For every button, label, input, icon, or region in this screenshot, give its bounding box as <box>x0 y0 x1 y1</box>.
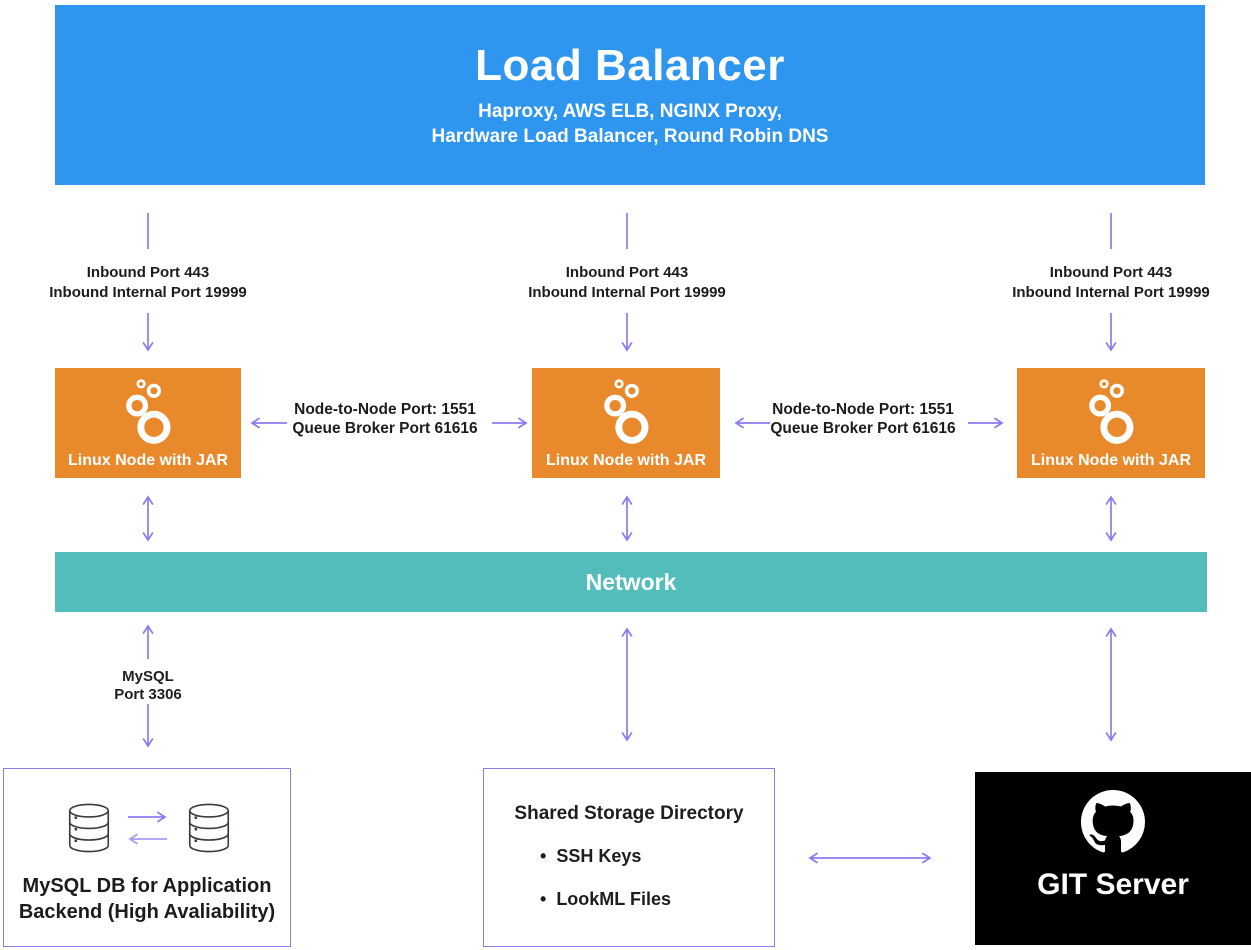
mysql-label: MySQL <box>122 668 174 685</box>
bullet-icon: • <box>540 889 547 909</box>
storage-item-lookml-files: • LookML Files <box>540 889 671 910</box>
git-server-box: GIT Server <box>975 772 1251 945</box>
looker-icon <box>1089 379 1134 444</box>
shared-storage-title: Shared Storage Directory <box>514 803 744 824</box>
looker-icon <box>126 379 171 444</box>
mysql-db-box: MySQL DB for Application Backend (High A… <box>3 768 291 947</box>
inbound-port-443: Inbound Port 443 <box>1049 264 1173 281</box>
queue-broker-port: Queue Broker Port 61616 <box>292 420 478 437</box>
mysql-db-caption: MySQL DB for Application Backend (High A… <box>4 873 290 925</box>
node-to-node-port: Node-to-Node Port: 1551 <box>294 401 476 418</box>
node-label: Linux Node with JAR <box>546 452 706 469</box>
linux-node-box-right: Linux Node with JAR <box>1017 368 1205 478</box>
node-label: Linux Node with JAR <box>1031 452 1191 469</box>
load-balancer-title: Load Balancer <box>475 41 785 90</box>
load-balancer-subtitle-line1: Haproxy, AWS ELB, NGINX Proxy, <box>478 101 782 122</box>
inbound-internal-port: Inbound Internal Port 19999 <box>49 284 247 301</box>
database-icon <box>68 803 110 853</box>
github-icon <box>1081 790 1145 853</box>
load-balancer-subtitle: Haproxy, AWS ELB, NGINX Proxy, Hardware … <box>55 99 1205 149</box>
inbound-ports-label-left: Inbound Port 443 Inbound Internal Port 1… <box>0 263 298 303</box>
node-link-label-left: Node-to-Node Port: 1551 Queue Broker Por… <box>265 400 505 438</box>
inbound-ports-label-right: Inbound Port 443 Inbound Internal Port 1… <box>961 263 1251 303</box>
inbound-internal-port: Inbound Internal Port 19999 <box>1012 284 1210 301</box>
node-label: Linux Node with JAR <box>68 452 228 469</box>
load-balancer-box: Load Balancer Haproxy, AWS ELB, NGINX Pr… <box>55 5 1205 185</box>
load-balancer-subtitle-line2: Hardware Load Balancer, Round Robin DNS <box>431 126 829 147</box>
mysql-caption-line1: MySQL DB for Application <box>22 875 272 897</box>
database-icon <box>188 803 230 853</box>
node-link-label-right: Node-to-Node Port: 1551 Queue Broker Por… <box>743 400 983 438</box>
inbound-port-443: Inbound Port 443 <box>565 264 689 281</box>
shared-storage-box: Shared Storage Directory • SSH Keys • Look… <box>483 768 775 947</box>
node-to-node-port: Node-to-Node Port: 1551 <box>772 401 954 418</box>
mysql-port: Port 3306 <box>114 686 182 703</box>
network-bar: Network <box>55 552 1207 612</box>
inbound-ports-label-center: Inbound Port 443 Inbound Internal Port 1… <box>477 263 777 303</box>
inbound-internal-port: Inbound Internal Port 19999 <box>528 284 726 301</box>
linux-node-box-center: Linux Node with JAR <box>532 368 720 478</box>
linux-node-box-left: Linux Node with JAR <box>55 368 241 478</box>
bullet-icon: • <box>540 846 547 866</box>
storage-item-label: SSH Keys <box>556 846 642 866</box>
looker-icon <box>604 379 649 444</box>
mysql-port-label: MySQL Port 3306 <box>48 668 248 704</box>
storage-item-ssh-keys: • SSH Keys <box>540 846 641 867</box>
queue-broker-port: Queue Broker Port 61616 <box>770 420 956 437</box>
mysql-caption-line2: Backend (High Avaliability) <box>18 901 276 923</box>
storage-item-label: LookML Files <box>556 889 671 909</box>
inbound-port-443: Inbound Port 443 <box>86 264 210 281</box>
git-server-label: GIT Server <box>1037 868 1189 901</box>
